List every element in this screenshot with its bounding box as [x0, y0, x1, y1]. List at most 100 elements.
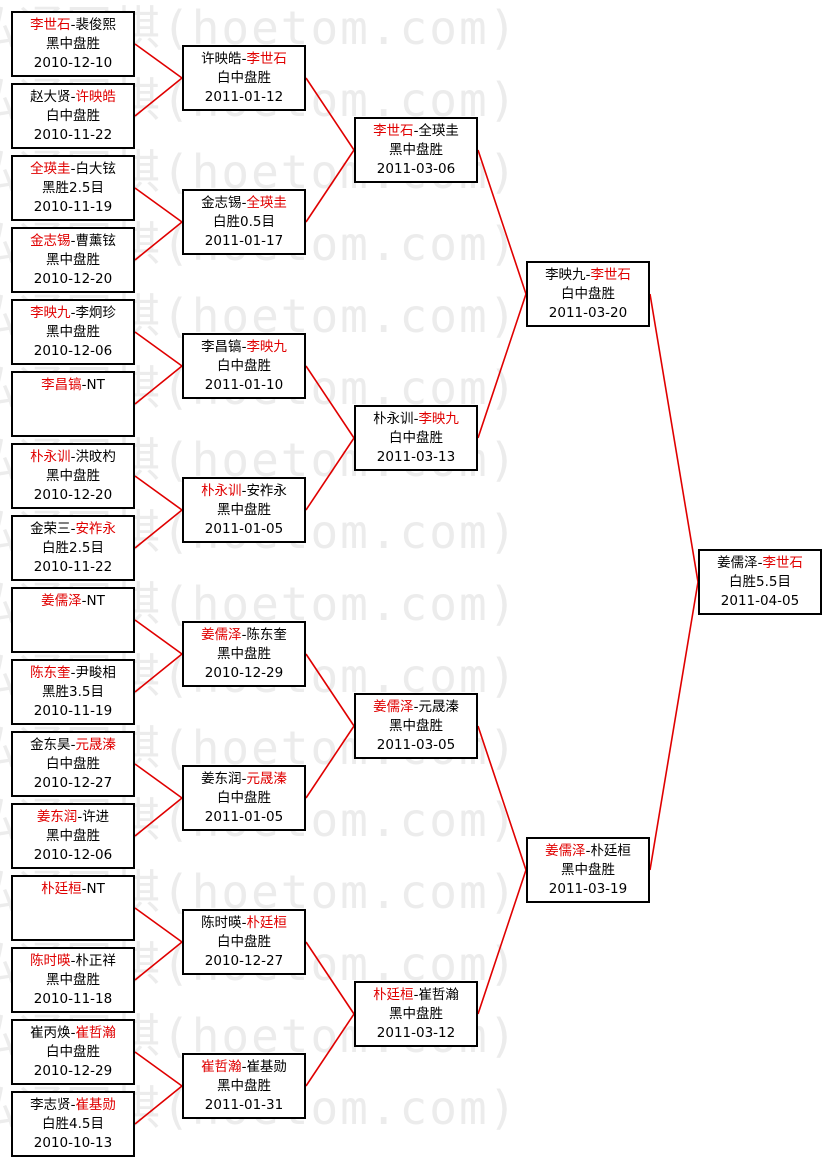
- player-name: 金志锡: [30, 232, 71, 249]
- match-result: 黑中盘胜: [13, 467, 133, 486]
- match-players: 李世石-全瑛圭: [356, 122, 476, 141]
- bracket-connector-line: [134, 221, 183, 261]
- player-name: 陈东奎: [30, 664, 71, 681]
- bracket-connector-line: [477, 149, 527, 295]
- match-date-text: 2011-01-05: [204, 808, 284, 825]
- match-result: [13, 395, 133, 414]
- player-name: 李昌镐: [41, 376, 82, 393]
- players-separator: -: [70, 304, 76, 321]
- match-players: 金志锡-全瑛圭: [184, 194, 304, 213]
- match-players: 朴永训-洪旼杓: [13, 448, 133, 467]
- match-result-text: 黑中盘胜: [389, 717, 443, 734]
- match-date-text: 2010-12-06: [33, 342, 113, 359]
- match-players: 许映皓-李世石: [184, 50, 304, 69]
- player-name: 姜儒泽: [373, 698, 414, 715]
- player-name: 安祚永: [246, 482, 287, 499]
- players-separator: -: [70, 520, 76, 537]
- player-name: 朴廷桓: [41, 880, 82, 897]
- match-date: 2011-01-05: [184, 520, 304, 539]
- match-result: 白中盘胜: [528, 285, 648, 304]
- bracket-connector-line: [305, 725, 355, 799]
- match-result: 黑中盘胜: [13, 35, 133, 54]
- match-date-text: 2011-03-19: [548, 880, 628, 897]
- match-players: 全瑛圭-白大铉: [13, 160, 133, 179]
- match-date-text: 2011-04-05: [720, 592, 800, 609]
- bracket-connector-line: [477, 725, 527, 871]
- match-result-text: 黑中盘胜: [561, 861, 615, 878]
- match-result: 白中盘胜: [13, 107, 133, 126]
- player-name: 朴廷桓: [590, 842, 631, 859]
- player-name: 姜儒泽: [717, 554, 758, 571]
- match-date: 2011-04-05: [700, 592, 820, 611]
- match-date-text: 2011-01-31: [204, 1096, 284, 1113]
- match-result: 黑中盘胜: [184, 645, 304, 664]
- players-separator: -: [70, 736, 76, 753]
- player-name: 金志锡: [201, 194, 242, 211]
- match-players: 金东昊-元晟溱: [13, 736, 133, 755]
- match-date-text: 2011-01-12: [204, 88, 284, 105]
- match-result: 黑中盘胜: [13, 971, 133, 990]
- match-date-text: 2011-01-17: [204, 232, 284, 249]
- player-name: 李映九: [246, 338, 287, 355]
- match-date-text: 2011-03-05: [376, 736, 456, 753]
- match-box: 朴廷桓-NT: [11, 875, 135, 941]
- match-players: 金志锡-曹薰铉: [13, 232, 133, 251]
- match-result: 黑胜3.5目: [13, 683, 133, 702]
- match-result: 黑中盘胜: [13, 251, 133, 270]
- match-date: 2011-03-12: [356, 1024, 476, 1043]
- player-name: 李映九: [418, 410, 459, 427]
- match-result: 黑中盘胜: [13, 827, 133, 846]
- bracket-connector-line: [134, 187, 183, 223]
- player-name: 姜东润: [36, 808, 78, 825]
- match-players: 赵大贤-许映皓: [13, 88, 133, 107]
- players-separator: -: [241, 1058, 247, 1075]
- players-separator: -: [70, 1096, 76, 1113]
- player-name: NT: [86, 592, 105, 609]
- match-players: 金荣三-安祚永: [13, 520, 133, 539]
- match-result: 黑胜2.5目: [13, 179, 133, 198]
- match-result-text: 白中盘胜: [217, 789, 271, 806]
- bracket-connector-line: [134, 653, 183, 693]
- players-separator: -: [241, 338, 247, 355]
- match-players: 崔丙焕-崔哲瀚: [13, 1024, 133, 1043]
- match-box: 李昌镐-NT: [11, 371, 135, 437]
- player-name: 元晟溱: [246, 770, 287, 787]
- match-result-text: 白胜2.5目: [42, 539, 104, 556]
- player-name: 李世石: [373, 122, 414, 139]
- bracket-connector-line: [134, 941, 183, 981]
- match-result: 白中盘胜: [184, 69, 304, 88]
- bracket-connector-line: [305, 653, 355, 727]
- player-name: NT: [86, 376, 105, 393]
- player-name: 全瑛圭: [30, 160, 71, 177]
- player-name: 崔哲瀚: [75, 1024, 116, 1041]
- match-date: 2011-03-05: [356, 736, 476, 755]
- players-separator: -: [81, 376, 87, 393]
- match-result-text: 白中盘胜: [46, 107, 100, 124]
- match-date: [13, 414, 133, 433]
- player-name: 李映九: [30, 304, 71, 321]
- match-players: 陈时暎-朴廷桓: [184, 914, 304, 933]
- match-result-text: 黑中盘胜: [46, 35, 100, 52]
- match-result-text: 黑胜2.5目: [42, 179, 104, 196]
- player-name: 朴永训: [30, 448, 71, 465]
- player-name: 姜儒泽: [201, 626, 242, 643]
- players-separator: -: [241, 626, 247, 643]
- player-name: 李志贤: [30, 1096, 71, 1113]
- match-date: 2011-03-19: [528, 880, 648, 899]
- bracket-connector-line: [134, 619, 183, 655]
- bracket-connector-line: [134, 331, 183, 367]
- player-name: 裴俊熙: [75, 16, 116, 33]
- match-players: 崔哲瀚-崔基勋: [184, 1058, 304, 1077]
- player-name: 许映皓: [75, 88, 116, 105]
- player-name: 曹薰铉: [75, 232, 116, 249]
- match-date: 2011-01-17: [184, 232, 304, 251]
- match-players: 李映九-李炯珍: [13, 304, 133, 323]
- bracket-connector-line: [305, 149, 355, 223]
